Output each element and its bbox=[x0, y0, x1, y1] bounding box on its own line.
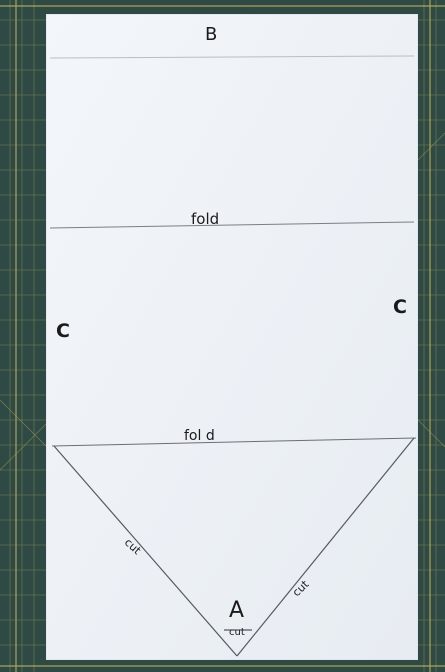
paper-pattern bbox=[46, 14, 418, 660]
label-c-left: C bbox=[56, 320, 70, 342]
paper-sheet bbox=[46, 14, 418, 660]
label-fold-lower: fol d bbox=[184, 428, 215, 444]
label-apex-cut: cut bbox=[229, 627, 245, 638]
label-b: B bbox=[205, 24, 217, 45]
label-fold-upper: fold bbox=[191, 210, 219, 228]
label-c-right: C bbox=[393, 296, 407, 318]
label-a: A bbox=[229, 598, 244, 623]
